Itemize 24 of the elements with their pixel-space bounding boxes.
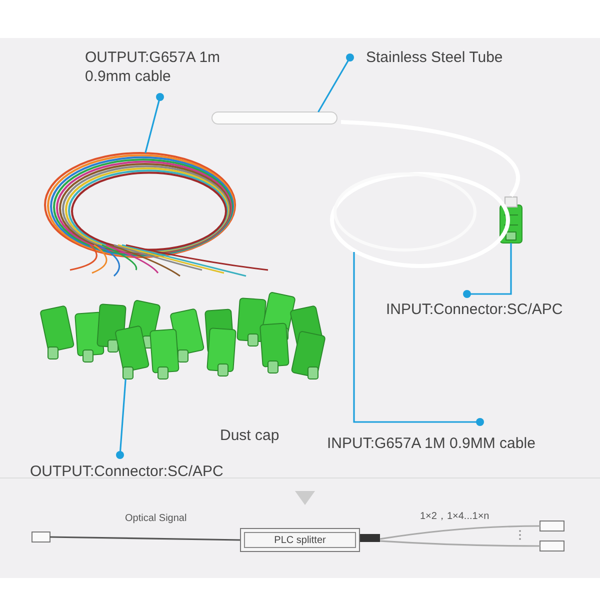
plug-drawing bbox=[540, 520, 564, 532]
callout-text: Stainless Steel Tube bbox=[366, 48, 503, 67]
callout-text: OUTPUT:Connector:SC/APC bbox=[30, 462, 224, 481]
part-label: Dust cap bbox=[220, 426, 280, 445]
leader-line bbox=[318, 54, 354, 112]
fiber-bundle-drawing bbox=[44, 152, 268, 277]
plug-drawing bbox=[540, 540, 564, 552]
steel-tube-drawing bbox=[212, 112, 338, 124]
cable-line bbox=[50, 536, 240, 541]
callout-text: OUTPUT:G657A 1m 0.9mm cable bbox=[85, 48, 235, 86]
connector-cluster-drawing bbox=[40, 292, 326, 380]
leader-line bbox=[353, 252, 484, 426]
signal-label: Optical Signal bbox=[125, 513, 187, 524]
leader-line bbox=[116, 378, 126, 459]
splitter-box: PLC splitter bbox=[240, 528, 360, 552]
callout-text: INPUT:G657A 1M 0.9MM cable bbox=[327, 434, 536, 453]
cable-line bbox=[380, 525, 540, 540]
cable-line bbox=[380, 540, 540, 547]
leader-line bbox=[144, 93, 164, 154]
leader-line bbox=[463, 243, 512, 298]
cable-coil-drawing bbox=[330, 120, 520, 268]
split-ratio-label: 1×2，1×4...1×n bbox=[420, 510, 490, 523]
plug-drawing bbox=[32, 532, 50, 542]
callout-text: INPUT:Connector:SC/APC bbox=[386, 300, 563, 319]
